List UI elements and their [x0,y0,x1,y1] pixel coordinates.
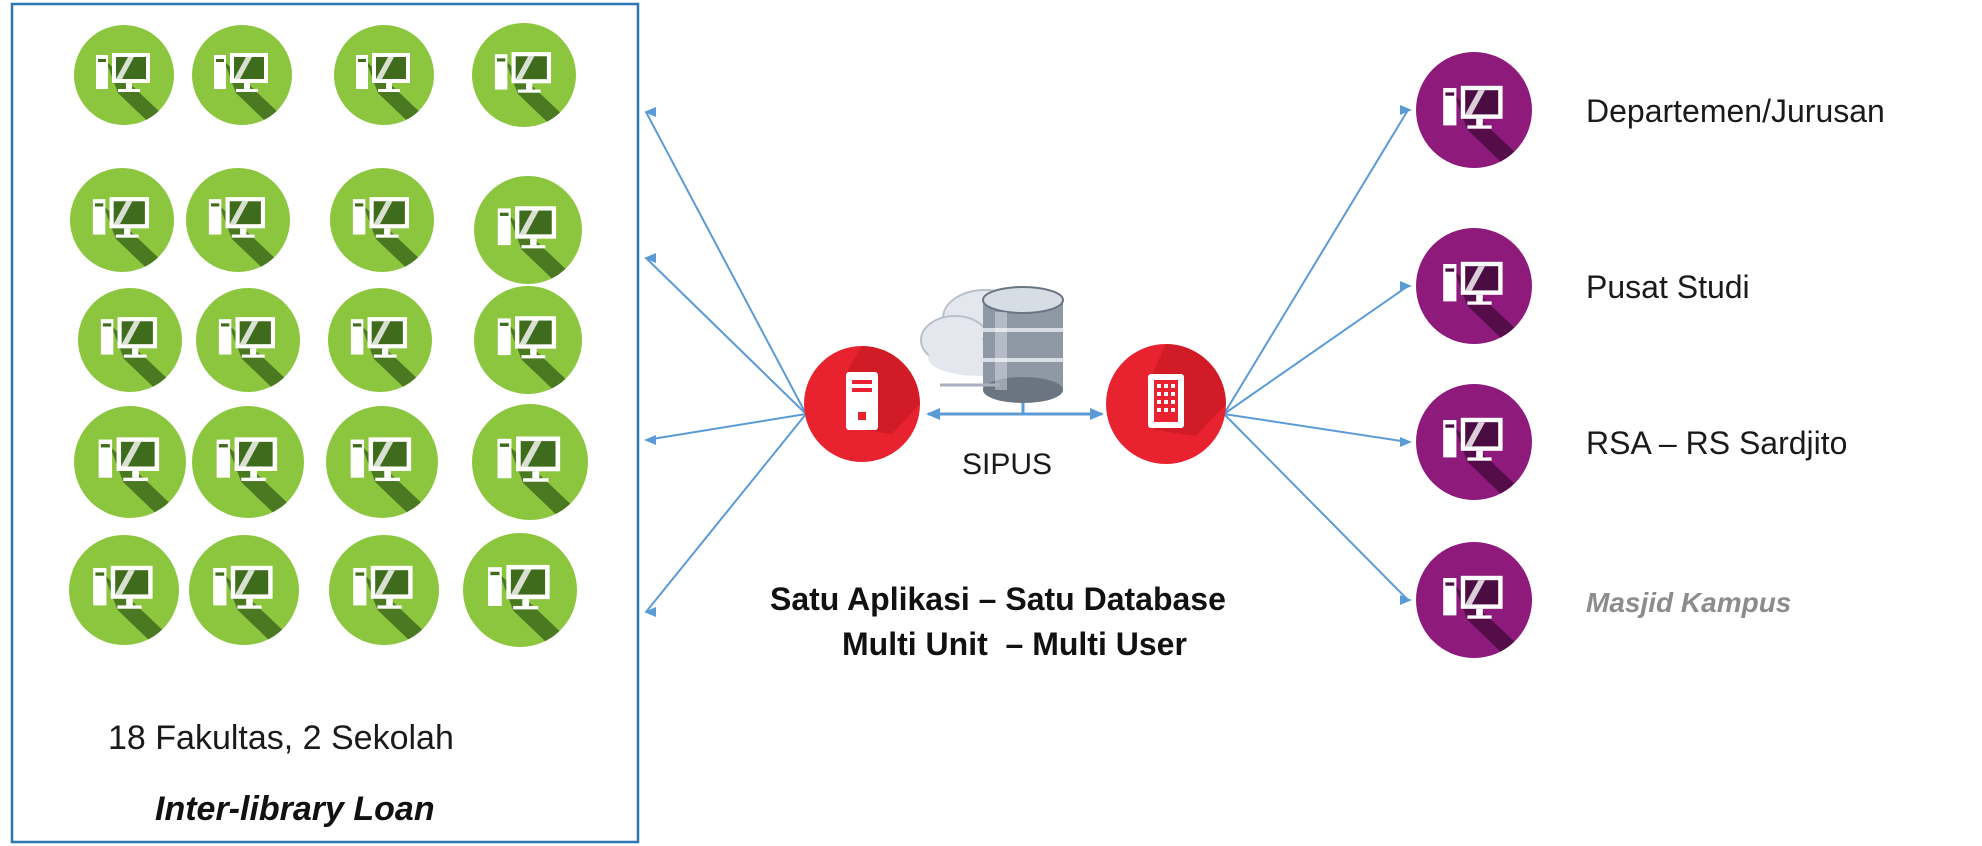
faculty-node[interactable] [330,168,444,284]
faculty-node[interactable] [192,406,315,531]
connector-line [645,257,807,415]
faculty-node[interactable] [192,25,302,137]
connector-line [1223,109,1409,415]
faculty-node[interactable] [189,535,310,658]
faculty-node[interactable] [74,406,197,531]
unit-item[interactable]: RSA – RS Sardjito [1416,384,1847,510]
unit-item[interactable]: Pusat Studi [1416,228,1750,354]
faculty-node[interactable] [474,286,593,407]
sipus-label: SIPUS [962,448,1052,481]
faculty-node[interactable] [334,25,444,137]
faculty-node[interactable] [78,288,192,404]
arrowhead [1400,281,1412,291]
faculty-node[interactable] [474,176,593,297]
faculty-node[interactable] [328,288,442,404]
connector-line [1223,285,1409,415]
arrowhead [644,253,656,263]
unit-node [1416,228,1532,344]
faculty-node[interactable] [329,535,450,658]
connector-line [1223,413,1409,601]
sipus-server-node[interactable] [804,346,920,462]
sipus-app-node[interactable] [1106,344,1226,464]
faculty-node[interactable] [472,404,600,534]
unit-node [1416,542,1532,658]
arrowhead [1400,437,1412,447]
faculty-caption: 18 Fakultas, 2 Sekolah [108,719,454,757]
sipus-link [926,408,1104,420]
server-icon [846,372,878,430]
connector-lines [644,105,1412,617]
arrowhead [644,607,656,617]
arrowhead [644,435,656,445]
faculty-node[interactable] [463,533,588,661]
faculty-node[interactable] [74,25,184,137]
unit-label: Pusat Studi [1586,269,1750,305]
unit-node [1416,384,1532,500]
unit-node [1416,52,1532,168]
arrowhead [644,107,656,117]
arrowhead [1400,595,1412,605]
cloud-database-icon [920,286,1064,414]
connector-line [645,413,807,613]
connector-line [645,111,807,415]
unit-label: RSA – RS Sardjito [1586,425,1847,461]
faculty-node[interactable] [70,168,184,284]
arrowhead [1400,105,1412,115]
tagline-line-1: Satu Aplikasi – Satu Database [770,581,1226,617]
faculty-node[interactable] [69,535,190,658]
connector-line [1223,413,1409,443]
tagline-line-2: Multi Unit – Multi User [842,626,1187,662]
unit-item[interactable]: Masjid Kampus [1416,542,1791,668]
unit-label: Masjid Kampus [1586,587,1791,618]
ill-caption: Inter-library Loan [155,790,435,828]
faculty-node[interactable] [196,288,310,404]
faculty-panel [10,2,640,844]
computer-icon [93,565,179,645]
faculty-node[interactable] [472,23,586,139]
unit-item[interactable]: Departemen/Jurusan [1416,52,1885,178]
faculty-node-grid [69,23,600,661]
unit-label: Departemen/Jurusan [1586,93,1885,129]
faculty-node[interactable] [326,406,449,531]
database-icon [982,286,1064,403]
faculty-node[interactable] [186,168,300,284]
computer-icon [98,437,186,518]
connector-line [645,413,807,441]
terminal-icon [1148,374,1184,428]
